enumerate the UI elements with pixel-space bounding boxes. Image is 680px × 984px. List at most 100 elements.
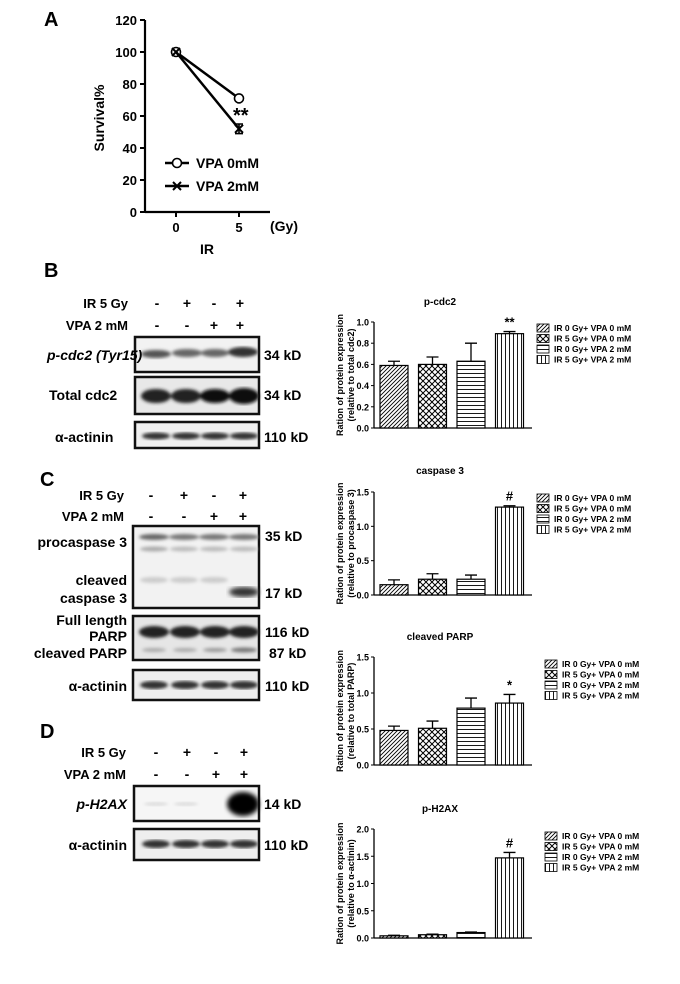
bar-legend-label: IR 5 Gy+ VPA 2 mM [554, 355, 631, 365]
bar-chart-title: cleaved PARP [407, 632, 474, 643]
vpa-sign: - [185, 766, 190, 782]
bar-chart-title: p-cdc2 [424, 297, 457, 308]
bar-chart-title: p-H2AX [422, 804, 458, 815]
panel-label-d: D [40, 721, 54, 743]
bar-legend-swatch [544, 863, 558, 872]
bar-legend-label: IR 5 Gy+ VPA 2 mM [562, 863, 639, 873]
bar-error-bar [465, 574, 477, 580]
vpa-sign: - [185, 317, 190, 333]
bar-legend-label: IR 0 Gy+ VPA 2 mM [562, 852, 639, 862]
ir-sign: + [240, 744, 248, 760]
blot-b-label-cdc2: Total cdc2 [49, 387, 117, 403]
bar [456, 578, 486, 596]
panel-label-b: B [44, 260, 58, 282]
bar-legend-label: IR 5 Gy+ VPA 2 mM [554, 525, 631, 535]
bar [494, 702, 525, 766]
panel-label-a: A [44, 9, 58, 31]
bar-legend-swatch [544, 831, 558, 841]
bar-legend-label: IR 0 Gy+ VPA 2 mM [554, 514, 631, 524]
blot-b-label-pcdc2: p-cdc2 (Tyr15) [46, 347, 143, 363]
bar [456, 931, 486, 939]
blot-c-kd-cleaved: 17 kD [265, 585, 302, 601]
survival-y-tick-label: 120 [115, 13, 137, 28]
blot-b-label-actinin: α-actinin [55, 429, 113, 445]
bar [379, 584, 409, 596]
blot-c-label-actinin: α-actinin [69, 678, 127, 694]
ir-sign: - [155, 295, 160, 311]
blot-c-label-cleaved-2: caspase 3 [60, 590, 127, 606]
legend-vpa-2mm: VPA 2mM [196, 178, 259, 194]
bar-legend-swatch [544, 842, 558, 851]
ir-sign: + [183, 744, 191, 760]
bar-legend-swatch [536, 493, 550, 503]
bar-legend-label: IR 0 Gy+ VPA 2 mM [554, 344, 631, 354]
bar-error-bar [503, 693, 516, 704]
survival-y-tick-label: 0 [130, 205, 137, 220]
survival-x-tick-label: 5 [235, 220, 242, 235]
blot-c-cleaved-caspase-band [229, 587, 259, 597]
bar-legend-label: IR 5 Gy+ VPA 0 mM [562, 670, 639, 680]
ir-sign: + [236, 295, 244, 311]
bar [494, 506, 525, 596]
bar-legend-label: IR 5 Gy+ VPA 0 mM [554, 334, 631, 344]
bar-legend-swatch [544, 691, 558, 700]
blot-c-ir-label: IR 5 Gy [79, 488, 125, 503]
blot-d-h2ax-bands [144, 802, 198, 806]
bar-error-bar [426, 356, 439, 365]
blot-c-kd-cleaved-parp: 87 kD [269, 645, 306, 661]
panel-label-c: C [40, 469, 54, 491]
bar-legend-swatch [536, 355, 550, 364]
survival-y-tick-label: 20 [123, 173, 137, 188]
bar-legend-swatch [536, 504, 550, 513]
bar-y-tick-label: 0.8 [356, 339, 369, 349]
bar-error-bar [503, 330, 516, 334]
bar-error-bar [426, 720, 439, 729]
bar-y-tick-label: 0.0 [356, 761, 369, 771]
bar-error-bar [503, 505, 516, 508]
bar-y-label-line: Ration of protein expression [335, 314, 345, 436]
blot-d-ir-label: IR 5 Gy [81, 745, 127, 760]
vpa-sign: - [155, 317, 160, 333]
bar [456, 707, 486, 766]
bar-legend-label: IR 0 Gy+ VPA 2 mM [562, 680, 639, 690]
blot-d-kd-actinin: 110 kD [264, 837, 308, 853]
blot-b-kd-pcdc2: 34 kD [264, 347, 301, 363]
bar-y-label-line: Ration of protein expression [335, 650, 345, 772]
bar [379, 364, 409, 429]
bar-legend-label: IR 0 Gy+ VPA 0 mM [554, 493, 631, 503]
bar-legend-label: IR 5 Gy+ VPA 0 mM [562, 842, 639, 852]
blot-c-label-cleaved-parp: cleaved PARP [34, 645, 127, 661]
blot-c-parp-bands [139, 626, 259, 653]
survival-point [233, 93, 245, 104]
significance-marker: ** [233, 105, 249, 127]
survival-x-tick-label: 0 [172, 220, 179, 235]
bar-y-tick-label: 0.0 [356, 591, 369, 601]
bar-y-label: Ration of protein expression(relative to… [335, 650, 356, 772]
bar-error-bar [388, 725, 400, 731]
bar [417, 934, 448, 939]
ir-sign: - [212, 295, 217, 311]
bar-y-tick-label: 0.5 [356, 556, 369, 566]
bar-legend-label: IR 0 Gy+ VPA 0 mM [562, 831, 639, 841]
blot-d-h2ax-strong-band [227, 792, 259, 816]
legend-vpa-0mm: VPA 0mM [196, 155, 259, 171]
bar-y-tick-label: 0.0 [356, 934, 369, 944]
ir-sign: + [183, 295, 191, 311]
survival-y-tick-label: 80 [123, 77, 137, 92]
bar-error-bar [388, 360, 400, 366]
bar-annotation: * [507, 677, 513, 692]
bar-y-tick-label: 1.5 [356, 488, 369, 498]
bar-y-tick-label: 1.5 [356, 852, 369, 862]
vpa-sign: + [240, 766, 248, 782]
blot-c-label-full-2: PARP [89, 628, 127, 644]
vpa-sign: + [210, 508, 218, 524]
bar-y-label-line: (relative to total cdc2) [346, 328, 356, 421]
bar [456, 360, 486, 429]
